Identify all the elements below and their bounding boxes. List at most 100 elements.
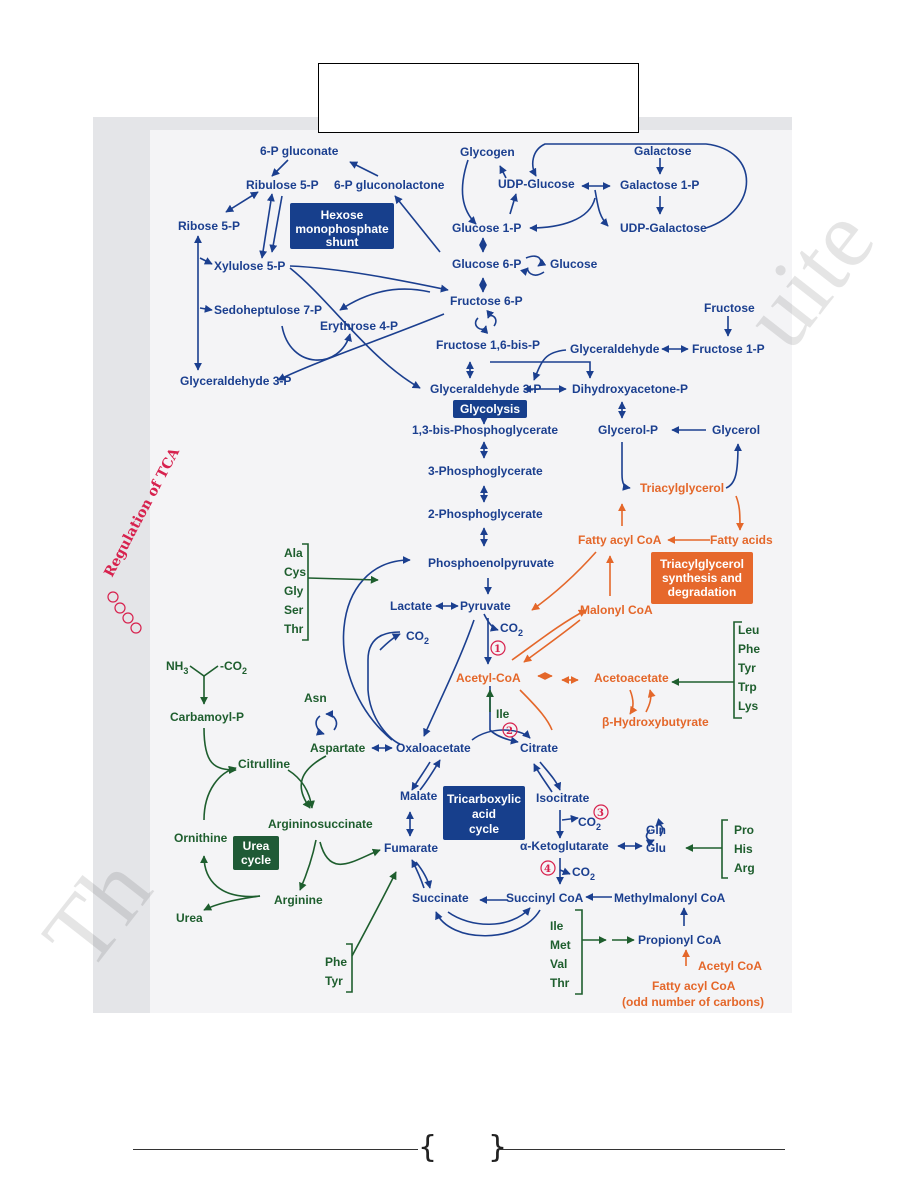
arrow-carbamoyl-citrulline	[203, 727, 237, 774]
node-ribulose-5p: Ribulose 5-P	[246, 178, 319, 192]
arrow-glu-gln	[655, 818, 664, 837]
amino-acid-thr: Thr	[550, 976, 570, 990]
node-malate: Malate	[400, 789, 438, 803]
amino-acid-tyr: Tyr	[325, 974, 343, 988]
node-glucose-1p: Glucose 1-P	[452, 221, 521, 235]
amino-acid-trp: Trp	[738, 680, 757, 694]
handwritten-step-4-number: 4	[544, 864, 551, 875]
node-glycerol: Glycerol	[712, 423, 760, 437]
arrow-malate-oaa	[419, 759, 441, 791]
node-sedoheptulose-7p: Sedoheptulose 7-P	[214, 303, 322, 317]
handwritten-regulation-note: Regulation of TCA	[101, 444, 183, 579]
arrow-ribose-to-xylulose	[199, 257, 213, 265]
arrow-tag-fatty-acids	[735, 495, 744, 531]
node-lactate: Lactate	[390, 599, 432, 613]
amino-acid-tyr: Tyr	[738, 661, 756, 675]
footer-rule-left	[133, 1149, 418, 1150]
arrow-ornithine-citrulline	[203, 765, 237, 821]
arrow-isocitrate-co2	[561, 814, 579, 823]
node-galactose: Galactose	[634, 144, 692, 158]
box-glycolysis-label: Glycolysis	[460, 402, 520, 416]
node-co2-a: CO2	[500, 621, 523, 638]
footer-page-bracket-right: }	[488, 1130, 508, 1165]
arrow-lactone-to-6pg	[349, 161, 379, 177]
arrow-to-sedoheptulose	[199, 304, 213, 313]
arrow-pyruvate-co2	[483, 613, 499, 632]
amino-acid-ile: Ile	[550, 919, 564, 933]
bracket-glycolytic-aa	[302, 543, 309, 641]
green-connectors	[189, 543, 742, 995]
amino-acid-gly: Gly	[284, 584, 304, 598]
box-tag-line2: synthesis and	[662, 571, 742, 585]
arrow-co2-loop	[379, 633, 401, 651]
footer-rule-right	[500, 1149, 785, 1150]
arrow-pyruvate-oaa	[423, 619, 475, 737]
arrow-malonyl-acetylcoa	[523, 619, 581, 663]
orange-node-labels: Triacylglycerol Fatty acyl CoA Fatty aci…	[456, 481, 773, 1009]
node-acetyl-coa: Acetyl-CoA	[456, 671, 521, 685]
arrow-acetylcoa-ketone-diag	[519, 689, 553, 731]
amino-acid-met: Met	[550, 938, 571, 952]
node-glu: Glu	[646, 841, 666, 855]
arrow-aspartate-asn	[325, 710, 338, 731]
arrow-f6p-f16bp	[474, 317, 489, 334]
bracket-ketogenic-aa	[733, 621, 742, 719]
node-6p-gluconate: 6-P gluconate	[260, 144, 339, 158]
arrow-fatty-acyl-acetylcoa	[531, 551, 597, 611]
node-ribose-5p: Ribose 5-P	[178, 219, 240, 233]
arrow-argininosuccinate-fumarate	[319, 841, 381, 865]
node-ile-a: Ile	[496, 707, 510, 721]
node-udp-glucose: UDP-Glucose	[498, 177, 575, 191]
arrow-acetylcoa-malonyl	[511, 609, 587, 661]
node-glycogen: Glycogen	[460, 145, 515, 159]
node-triacylglycerol: Triacylglycerol	[640, 481, 724, 495]
arrow-udpglc-glycogen	[499, 165, 507, 179]
arrow-xylulose-to-g3p	[289, 267, 421, 389]
node-aspartate: Aspartate	[310, 741, 366, 755]
node-co2-b: CO2	[406, 629, 429, 646]
node-glyceraldehyde: Glyceraldehyde	[570, 342, 660, 356]
box-tag-line3: degradation	[668, 585, 737, 599]
box-tca: Tricarboxylic acid cycle	[443, 786, 525, 840]
node-isocitrate: Isocitrate	[536, 791, 590, 805]
node-fumarate: Fumarate	[384, 841, 438, 855]
node-fructose: Fructose	[704, 301, 755, 315]
node-6p-gluconolactone: 6-P gluconolactone	[334, 178, 445, 192]
bracket-glu-aa	[721, 819, 728, 879]
handwritten-step-3: 3	[593, 804, 609, 820]
node-b-hydroxybutyrate: β-Hydroxybutyrate	[602, 715, 709, 729]
node-oxaloacetate: Oxaloacetate	[396, 741, 471, 755]
node-asn: Asn	[304, 691, 327, 705]
arrow-bracket-g1p	[529, 197, 596, 232]
arrow-akg-co2	[559, 867, 571, 876]
node-a-ketoglutarate: α-Ketoglutarate	[520, 839, 609, 853]
node-13-bpg: 1,3-bis-Phosphoglycerate	[412, 423, 558, 437]
box-hms-line3: shunt	[326, 235, 359, 249]
node-co2-c: CO2	[578, 815, 601, 832]
node-fructose-1p: Fructose 1-P	[692, 342, 765, 356]
box-tag-line1: Triacylglycerol	[660, 557, 744, 571]
arrow-erythrose-loop	[281, 325, 352, 361]
node-acetyl-coa-b: Acetyl CoA	[698, 959, 762, 973]
node-dhap: Dihydroxyacetone-P	[572, 382, 688, 396]
arrow-glucose-g6p	[520, 267, 545, 276]
box-urea-line2: cycle	[241, 853, 271, 867]
node-fatty-acyl-coa-b: Fatty acyl CoA	[652, 979, 736, 993]
node-propionyl-coa: Propionyl CoA	[638, 933, 722, 947]
node-odd-carbons: (odd number of carbons)	[622, 995, 764, 1009]
arrow-oaa-citrate-arc	[471, 729, 531, 741]
bracket-propionyl-aa	[575, 909, 583, 995]
handwritten-step-1: 1	[490, 640, 506, 656]
arrow-arginine-urea	[203, 895, 261, 911]
arrow-xylulose-to-f6p	[289, 265, 449, 293]
node-argininosuccinate: Argininosuccinate	[268, 817, 373, 831]
amino-acid-leu: Leu	[738, 623, 759, 637]
amino-acid-ser: Ser	[284, 603, 304, 617]
footer-page-bracket-left: {	[418, 1130, 438, 1165]
amino-acid-ala: Ala	[284, 546, 303, 560]
arrow-g6p-glucose	[525, 255, 547, 267]
